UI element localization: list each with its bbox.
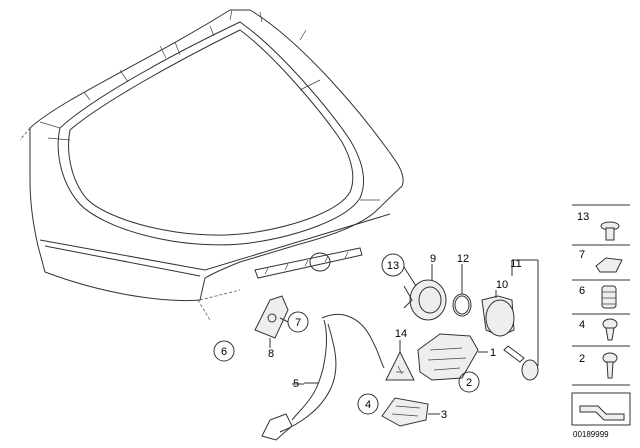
callout-4: 4 bbox=[365, 399, 371, 411]
callout-9: 9 bbox=[430, 253, 436, 265]
callout-7: 7 bbox=[295, 317, 301, 329]
sidebar-label-2: 2 bbox=[579, 353, 585, 365]
part-1-actuator bbox=[417, 333, 488, 381]
callout-12: 12 bbox=[457, 253, 469, 265]
callout-3: 3 bbox=[441, 409, 447, 421]
part-5-cable bbox=[261, 314, 385, 441]
part-12-ring bbox=[452, 264, 472, 317]
callout-6: 6 bbox=[221, 346, 227, 358]
sidebar-part-2-screw bbox=[602, 352, 618, 379]
callout-1: 1 bbox=[490, 347, 496, 359]
sidebar-part-7-pad bbox=[595, 257, 623, 273]
part-11-key bbox=[503, 259, 539, 381]
sidebar-label-6: 6 bbox=[579, 285, 585, 297]
sidebar-label-4: 4 bbox=[579, 319, 585, 331]
sidebar-arrow-icon bbox=[571, 392, 631, 426]
tailgate-drawing bbox=[19, 9, 404, 321]
sidebar-part-13-clip bbox=[600, 221, 620, 241]
part-10-lock-cylinder bbox=[481, 290, 515, 337]
sidebar-parts bbox=[571, 204, 631, 426]
sidebar-part-4-clip bbox=[602, 318, 618, 341]
sidebar-label-13: 13 bbox=[577, 211, 589, 223]
part-14-warning-label bbox=[385, 340, 415, 381]
part-9-lock-housing bbox=[403, 264, 447, 321]
callout-2: 2 bbox=[466, 377, 472, 389]
part-3-handle bbox=[381, 397, 440, 427]
callout-13: 13 bbox=[387, 260, 399, 272]
sidebar-label-7: 7 bbox=[579, 249, 585, 261]
part-8-bracket bbox=[254, 295, 289, 348]
callout-10: 10 bbox=[496, 279, 508, 291]
callout-8: 8 bbox=[268, 348, 274, 360]
callout-5: 5 bbox=[293, 378, 299, 390]
sidebar-part-6-buffer bbox=[601, 285, 617, 309]
leader-lines bbox=[279, 266, 488, 385]
document-number: 00189999 bbox=[573, 430, 609, 439]
callout-11: 11 bbox=[510, 258, 521, 270]
callout-14: 14 bbox=[395, 328, 407, 340]
